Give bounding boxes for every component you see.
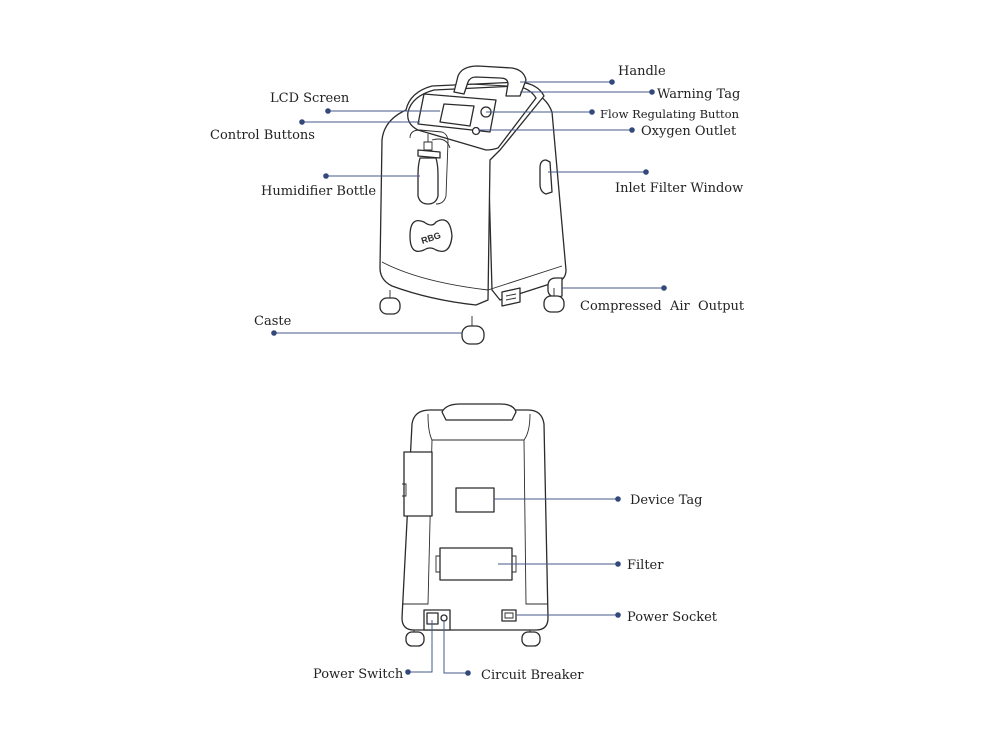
rbg-logo: RBG bbox=[409, 219, 453, 253]
label-control-buttons: Control Buttons bbox=[210, 128, 315, 143]
label-power-socket: Power Socket bbox=[627, 610, 718, 625]
front-labels: Handle Warning Tag LCD Screen Flow Regul… bbox=[210, 64, 745, 329]
rear-leader-lines bbox=[405, 496, 621, 676]
label-oxygen-outlet: Oxygen Outlet bbox=[641, 124, 737, 139]
rear-view-illustration bbox=[401, 403, 549, 647]
label-device-tag: Device Tag bbox=[630, 493, 702, 508]
rear-casters bbox=[405, 630, 541, 647]
label-circuit-breaker: Circuit Breaker bbox=[481, 668, 584, 683]
rear-labels: Device Tag Filter Power Socket Power Swi… bbox=[313, 493, 718, 683]
label-caste: Caste bbox=[254, 314, 292, 329]
label-lcd-screen: LCD Screen bbox=[270, 91, 350, 106]
front-view-illustration: RBG bbox=[379, 65, 567, 345]
label-warning-tag: Warning Tag bbox=[657, 87, 740, 102]
front-casters bbox=[379, 288, 565, 345]
label-compressed-air-output: Compressed Air Output bbox=[580, 299, 745, 314]
label-filter: Filter bbox=[627, 558, 664, 573]
label-power-switch: Power Switch bbox=[313, 667, 404, 682]
label-handle: Handle bbox=[618, 64, 666, 79]
label-inlet-filter-window: Inlet Filter Window bbox=[615, 181, 743, 196]
front-leader-lines bbox=[271, 79, 667, 336]
label-flow-regulating-button: Flow Regulating Button bbox=[600, 107, 740, 121]
label-humidifier-bottle: Humidifier Bottle bbox=[261, 184, 376, 199]
